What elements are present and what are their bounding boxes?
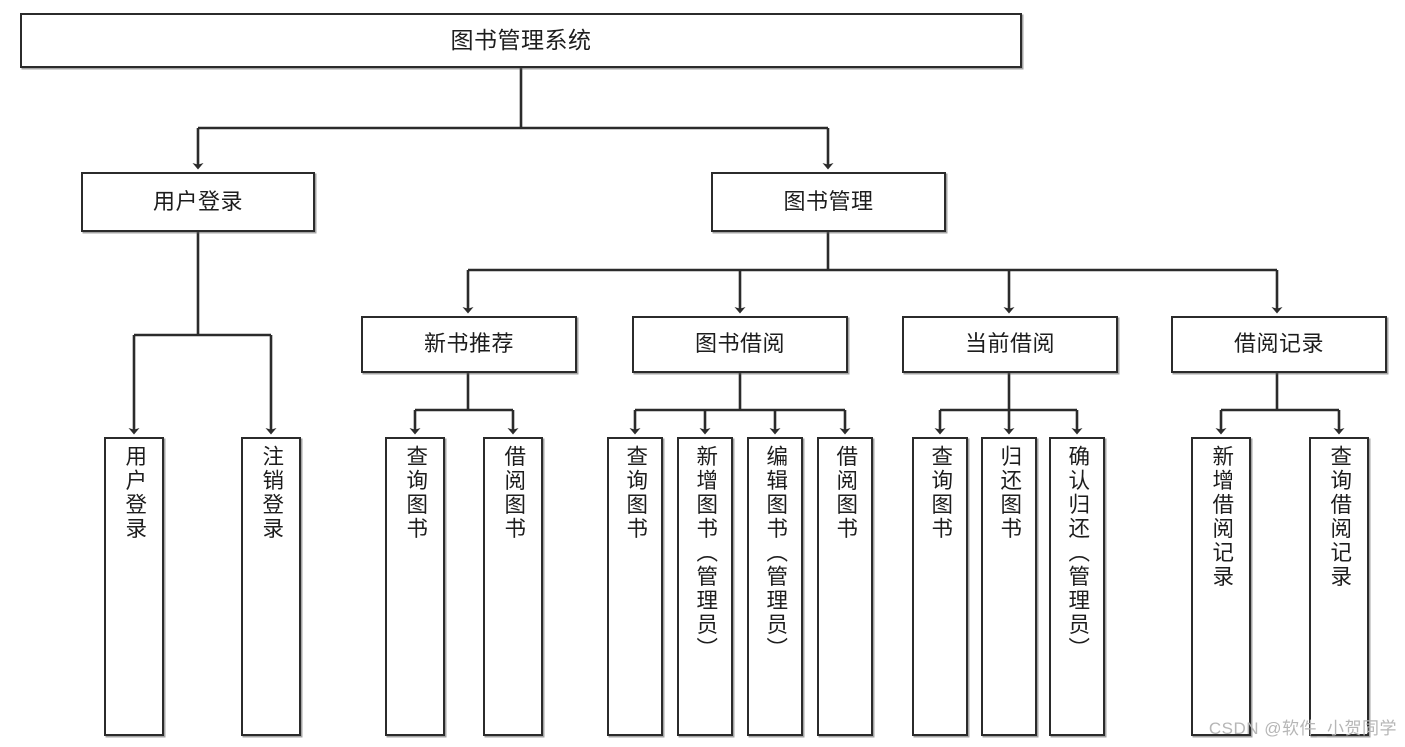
node-label: 新书推荐	[423, 331, 514, 357]
node-label: 用户登录	[152, 188, 243, 214]
node-leaf-query-book-2[interactable]: 查询图书	[607, 437, 663, 736]
node-label: 用户登录	[122, 445, 147, 541]
node-label: 查询图书	[403, 445, 428, 541]
node-label: 编辑图书（管理员）	[763, 445, 788, 661]
node-label: 借阅记录	[1233, 331, 1324, 357]
node-leaf-confirm-return[interactable]: 确认归还（管理员）	[1049, 437, 1105, 736]
node-label: 新增图书（管理员）	[693, 445, 718, 661]
node-leaf-query-book-3[interactable]: 查询图书	[912, 437, 968, 736]
node-leaf-borrow-book-1[interactable]: 借阅图书	[483, 437, 543, 736]
node-label: 图书管理系统	[450, 27, 592, 54]
node-root-system[interactable]: 图书管理系统	[20, 13, 1022, 68]
node-label: 借阅图书	[501, 445, 526, 541]
node-borrow-record[interactable]: 借阅记录	[1171, 316, 1387, 373]
node-user-login[interactable]: 用户登录	[81, 172, 315, 232]
node-leaf-return-book[interactable]: 归还图书	[981, 437, 1037, 736]
node-leaf-query-record[interactable]: 查询借阅记录	[1309, 437, 1369, 736]
node-new-book-recommend[interactable]: 新书推荐	[361, 316, 577, 373]
node-leaf-add-book[interactable]: 新增图书（管理员）	[677, 437, 733, 736]
node-label: 查询图书	[623, 445, 648, 541]
node-label: 当前借阅	[964, 331, 1055, 357]
node-label: 借阅图书	[833, 445, 858, 541]
node-label: 查询图书	[928, 445, 953, 541]
node-label: 确认归还（管理员）	[1065, 445, 1090, 661]
node-label: 查询借阅记录	[1327, 445, 1352, 589]
node-leaf-user-login[interactable]: 用户登录	[104, 437, 164, 736]
node-leaf-edit-book[interactable]: 编辑图书（管理员）	[747, 437, 803, 736]
node-book-borrow[interactable]: 图书借阅	[632, 316, 848, 373]
node-leaf-user-logout[interactable]: 注销登录	[241, 437, 301, 736]
node-current-borrow[interactable]: 当前借阅	[902, 316, 1118, 373]
watermark-text: CSDN @软件_小贺同学	[1208, 719, 1397, 738]
node-leaf-borrow-book-2[interactable]: 借阅图书	[817, 437, 873, 736]
node-leaf-query-book-1[interactable]: 查询图书	[385, 437, 445, 736]
node-label: 注销登录	[259, 445, 284, 541]
node-label: 新增借阅记录	[1209, 445, 1234, 589]
node-label: 图书管理	[783, 188, 874, 214]
node-label: 图书借阅	[694, 331, 785, 357]
node-book-manage[interactable]: 图书管理	[711, 172, 946, 232]
node-leaf-add-record[interactable]: 新增借阅记录	[1191, 437, 1251, 736]
node-label: 归还图书	[997, 445, 1022, 541]
